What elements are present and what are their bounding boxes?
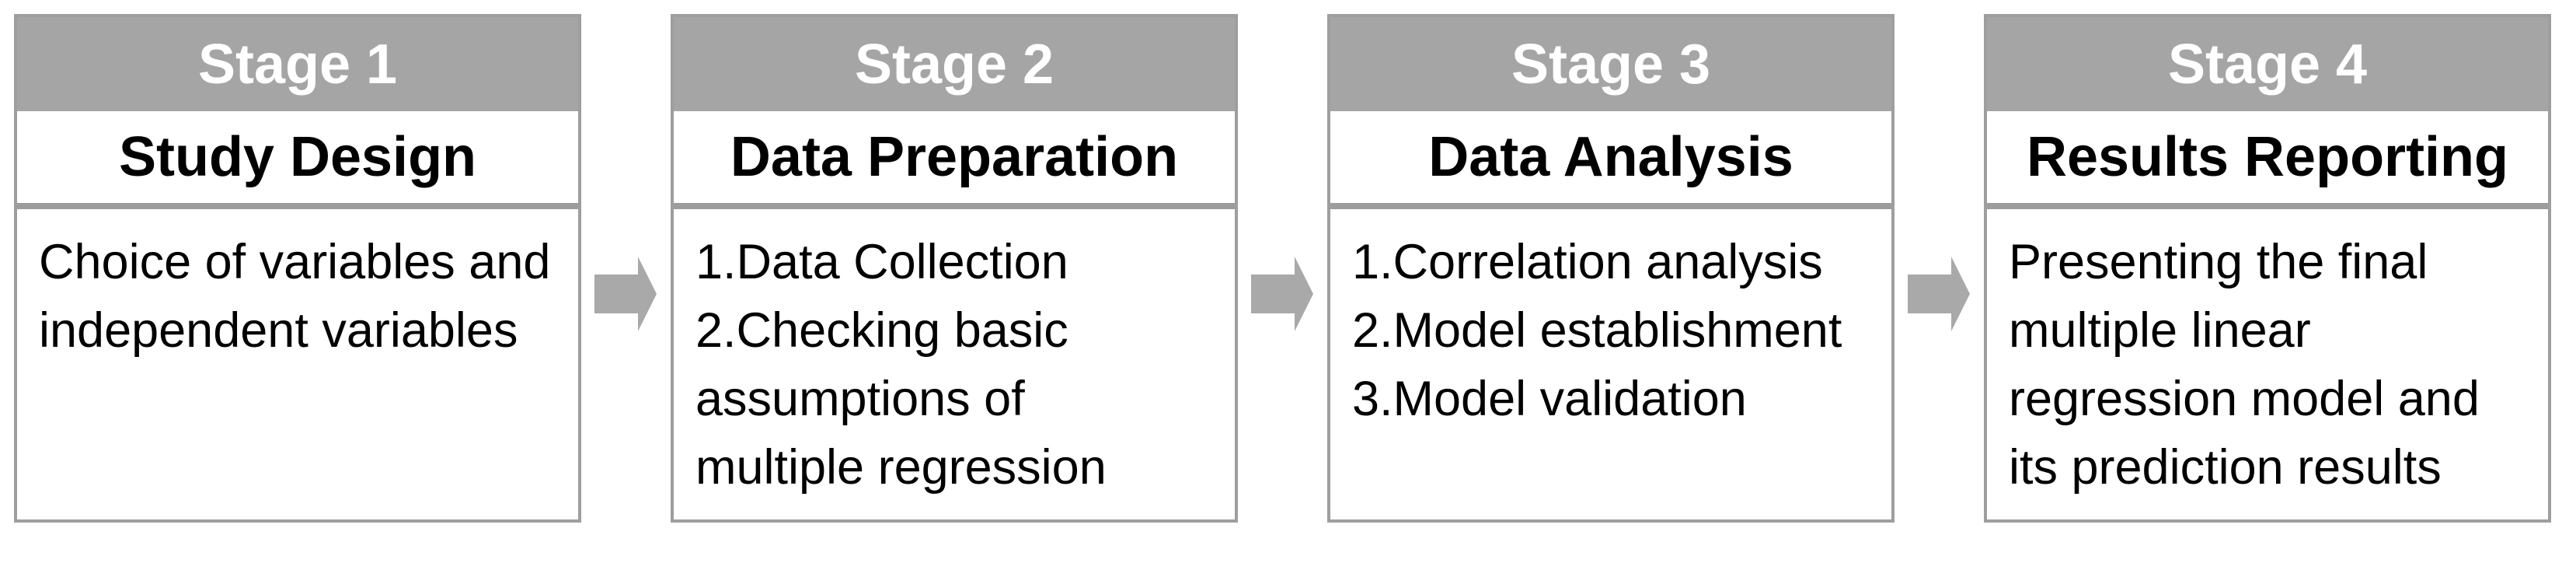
stage-1-body: Choice of variables and independent vari… <box>17 209 578 519</box>
arrow-gap-3 <box>1895 14 1984 523</box>
stage-body-item: 1.Data Collection <box>695 235 1068 289</box>
stage-2-body: 1.Data Collection 2.Checking basic assum… <box>674 209 1235 519</box>
stage-body-item: 2.Model establishment <box>1352 303 1842 358</box>
right-arrow-icon <box>594 257 657 331</box>
stage-4-title: Results Reporting <box>1987 111 2548 209</box>
right-arrow-icon <box>1251 257 1313 331</box>
stage-3-box: Stage 3 Data Analysis 1.Correlation anal… <box>1327 14 1895 523</box>
process-flow-diagram: Stage 1 Study Design Choice of variables… <box>14 14 2551 523</box>
stage-4-header: Stage 4 <box>1987 17 2548 111</box>
stage-3-title: Data Analysis <box>1330 111 1891 209</box>
stage-body-item: Presenting the final multiple linear reg… <box>2009 235 2480 495</box>
stage-4-body: Presenting the final multiple linear reg… <box>1987 209 2548 519</box>
stage-body-item: 3.Model validation <box>1352 372 1747 426</box>
stage-2-title: Data Preparation <box>674 111 1235 209</box>
right-arrow-icon <box>1908 257 1970 331</box>
arrow-gap-1 <box>581 14 671 523</box>
stage-3-header: Stage 3 <box>1330 17 1891 111</box>
stage-4-box: Stage 4 Results Reporting Presenting the… <box>1984 14 2551 523</box>
stage-3-body: 1.Correlation analysis 2.Model establish… <box>1330 209 1891 519</box>
stage-body-item: Choice of variables and independent vari… <box>39 235 551 358</box>
stage-body-item: 2.Checking basic assumptions of multiple… <box>695 303 1107 495</box>
stage-1-box: Stage 1 Study Design Choice of variables… <box>14 14 581 523</box>
stage-1-header: Stage 1 <box>17 17 578 111</box>
arrow-gap-2 <box>1238 14 1327 523</box>
stage-2-header: Stage 2 <box>674 17 1235 111</box>
stage-2-box: Stage 2 Data Preparation 1.Data Collecti… <box>671 14 1238 523</box>
stage-body-item: 1.Correlation analysis <box>1352 235 1823 289</box>
stage-1-title: Study Design <box>17 111 578 209</box>
